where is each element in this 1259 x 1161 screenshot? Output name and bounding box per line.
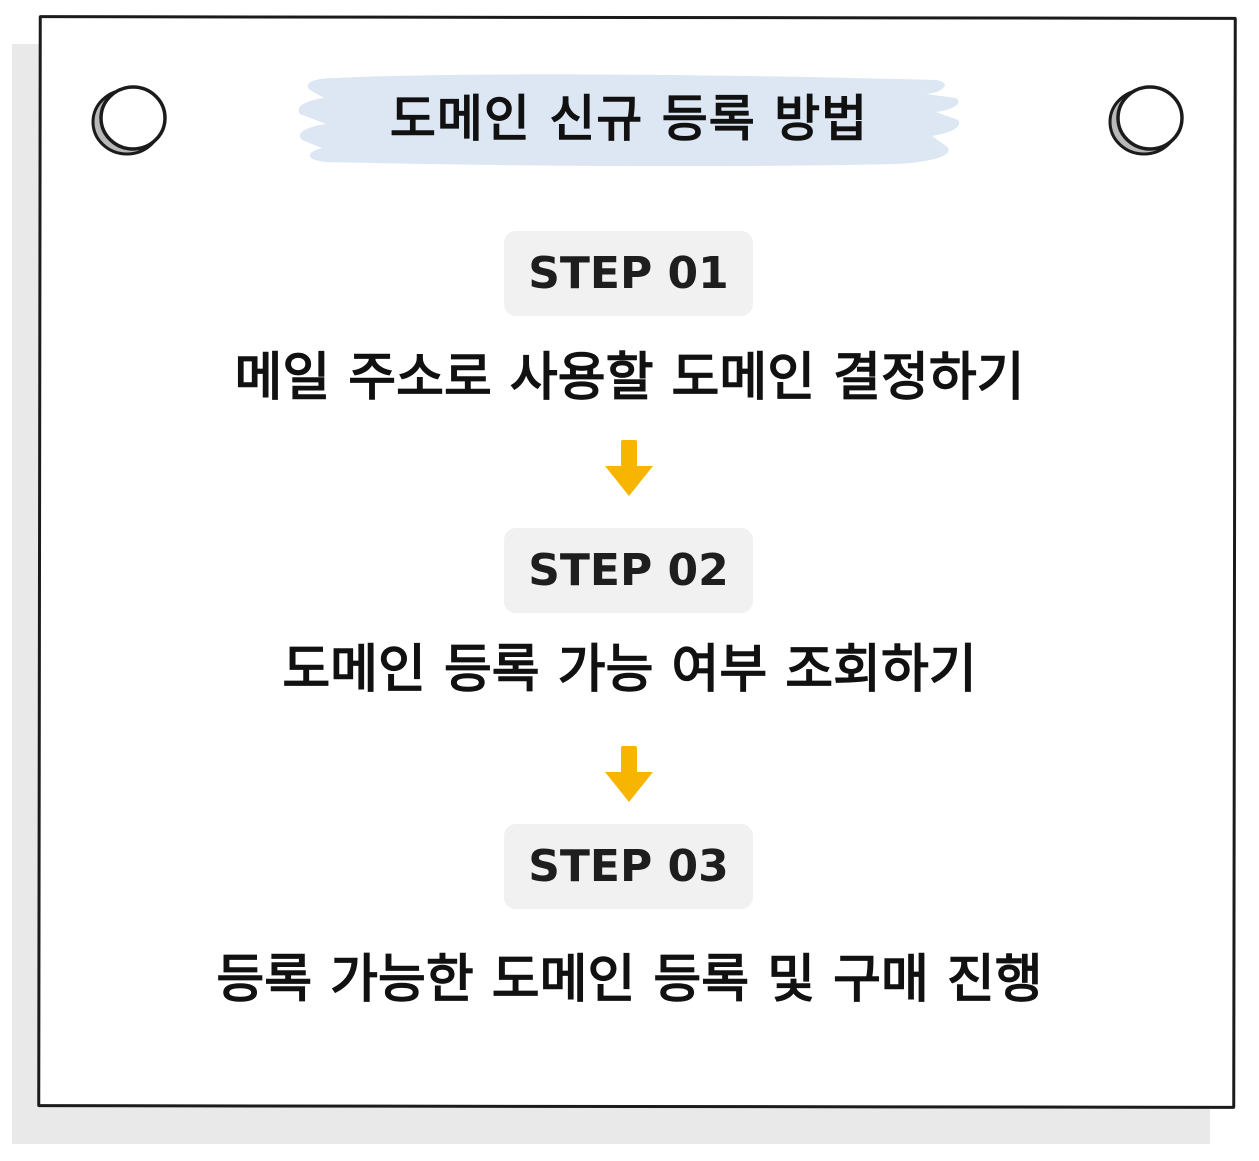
binder-ring-icon (91, 85, 167, 156)
step-description-2: 도메인 등록 가능 여부 조회하기 (282, 640, 977, 700)
step-badge-2: STEP 02 (504, 528, 753, 613)
binder-ring-icon (1108, 85, 1184, 156)
title-block: 도메인 신규 등록 방법 (296, 70, 962, 168)
title-highlight (298, 74, 960, 167)
step-description-1: 메일 주소로 사용할 도메인 결정하기 (234, 348, 1025, 408)
step-description-3: 등록 가능한 도메인 등록 및 구매 진행 (216, 950, 1043, 1010)
page-title: 도메인 신규 등록 방법 (389, 90, 869, 148)
arrow-down-icon (605, 746, 653, 802)
arrow-down-icon (605, 440, 653, 496)
step-badge-3: STEP 03 (504, 824, 753, 909)
step-badge-1: STEP 01 (504, 231, 753, 316)
